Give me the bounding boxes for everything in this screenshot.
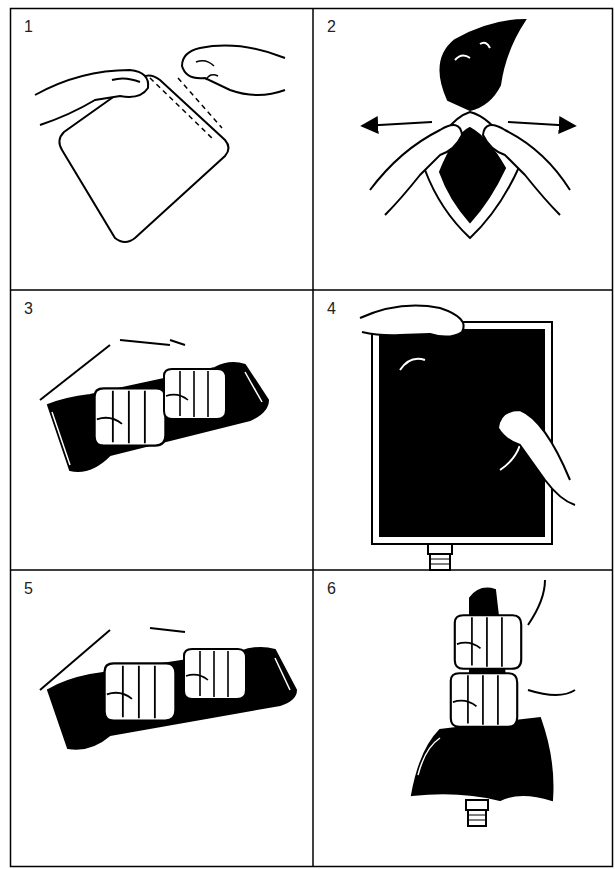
panel-grid (10, 8, 613, 867)
pouch-press-illustration (360, 306, 575, 570)
callout-number: 1 (24, 18, 33, 36)
pouch-open-illustration (362, 20, 575, 238)
callout-number: 3 (24, 300, 33, 318)
callout-number: 5 (24, 580, 33, 598)
pouch-knead-illustration (40, 340, 268, 471)
callout-number: 4 (327, 300, 336, 318)
pouch-knead-illustration (40, 628, 296, 749)
pouch-squeeze-illustration (412, 580, 575, 826)
callout-number: 6 (327, 580, 336, 598)
pouch-tear-illustration (35, 46, 285, 242)
callout-number: 2 (327, 18, 336, 36)
